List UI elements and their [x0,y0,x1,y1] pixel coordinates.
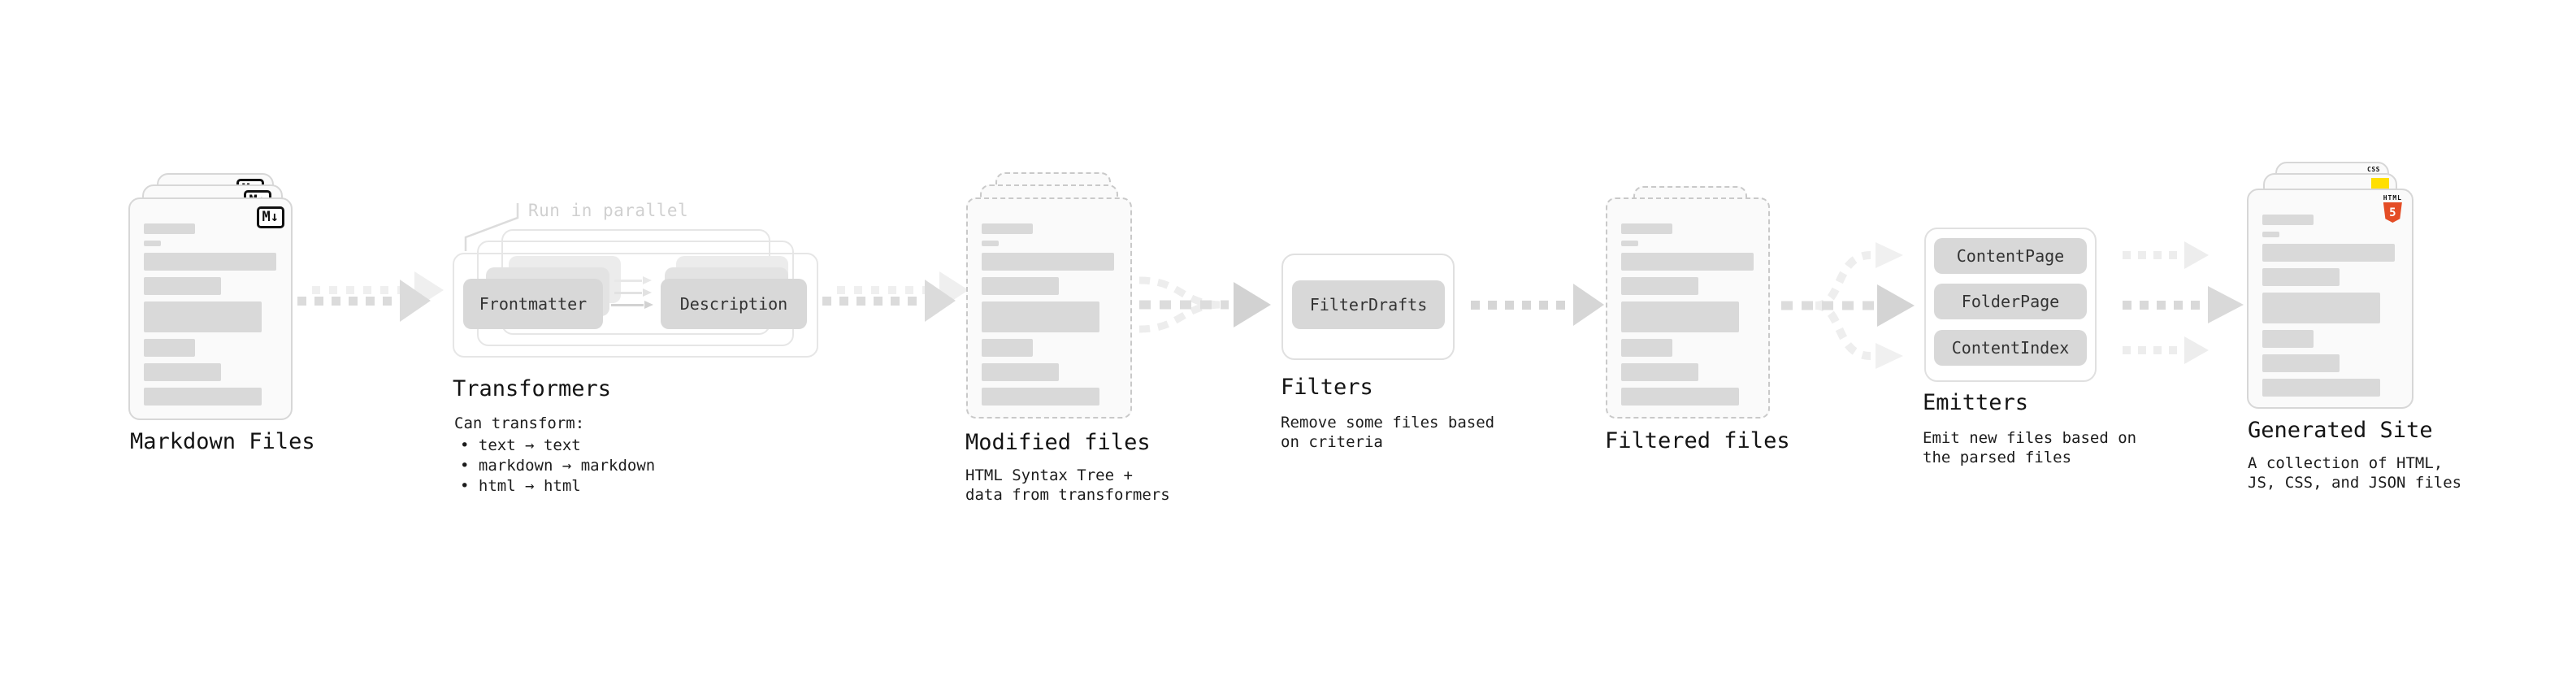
modified-files-desc: HTML Syntax Tree + data from transformer… [965,466,1170,504]
split-arrow-filtered-to-emitters [1781,242,1915,369]
arrow-main [822,280,956,322]
arrow-emitter-top [2123,241,2209,269]
arrow-emitter-middle [2123,286,2244,323]
frontmatter-box: Frontmatter [463,279,603,329]
arrow-filters-to-filtered [1471,284,1604,326]
doc-text-placeholder [2262,215,2395,397]
transformers-desc-heading: Can transform: [454,414,585,432]
stage-title-markdown-files: Markdown Files [130,429,315,454]
merge-arrow-modified-to-filters [1138,276,1271,333]
markdown-icon: M↓ [256,206,284,228]
bullet-item: • html → html [460,477,581,495]
generated-site-desc: A collection of HTML, JS, CSS, and JSON … [2248,454,2462,492]
arrow-main [297,280,431,322]
doc-text-placeholder [1621,223,1754,406]
html5-icon-shield: 5 [2383,202,2402,223]
annotation-leader-line [464,203,519,251]
description-box: Description [661,279,807,329]
transform-arrow-icon [614,275,652,285]
stage-title-modified-files: Modified files [965,430,1151,455]
stage-title-transformers: Transformers [453,376,612,401]
contentindex-box: ContentIndex [1934,330,2087,366]
run-in-parallel-annotation: Run in parallel [528,201,689,220]
transform-arrow-icon [614,288,652,297]
generated-site-card: HTML 5 [2247,189,2413,409]
filtered-file-card [1606,197,1770,419]
filterdrafts-box: FilterDrafts [1292,280,1445,329]
doc-text-placeholder [982,223,1114,406]
markdown-file-card: M↓ [128,197,293,420]
stage-title-generated-site: Generated Site [2248,418,2433,443]
emitters-desc: Emit new files based on the parsed files [1923,429,2137,466]
arrow-emitter-bottom [2123,336,2209,364]
html5-icon: HTML 5 [2383,194,2402,223]
transformers-bullet-list: • text → text • markdown → markdown • ht… [460,436,655,497]
js-icon [2371,178,2389,189]
css-icon-label: CSS [2367,166,2380,173]
modified-file-card [966,197,1132,419]
filters-desc: Remove some files based on criteria [1281,414,1495,451]
folderpage-box: FolderPage [1934,284,2087,319]
stage-title-filters: Filters [1281,375,1373,400]
arrow-markdown-to-transformers [297,268,444,333]
stage-title-filtered-files: Filtered files [1605,428,1790,453]
bullet-item: • text → text [460,436,581,454]
arrow-transformers-to-modified [822,268,969,333]
transformer-card-front [453,253,818,358]
html5-icon-label: HTML [2383,194,2402,202]
transform-arrow-icon [611,300,653,310]
doc-text-placeholder [144,223,276,406]
stage-title-emitters: Emitters [1923,390,2029,415]
bullet-item: • markdown → markdown [460,457,656,475]
contentpage-box: ContentPage [1934,238,2087,274]
